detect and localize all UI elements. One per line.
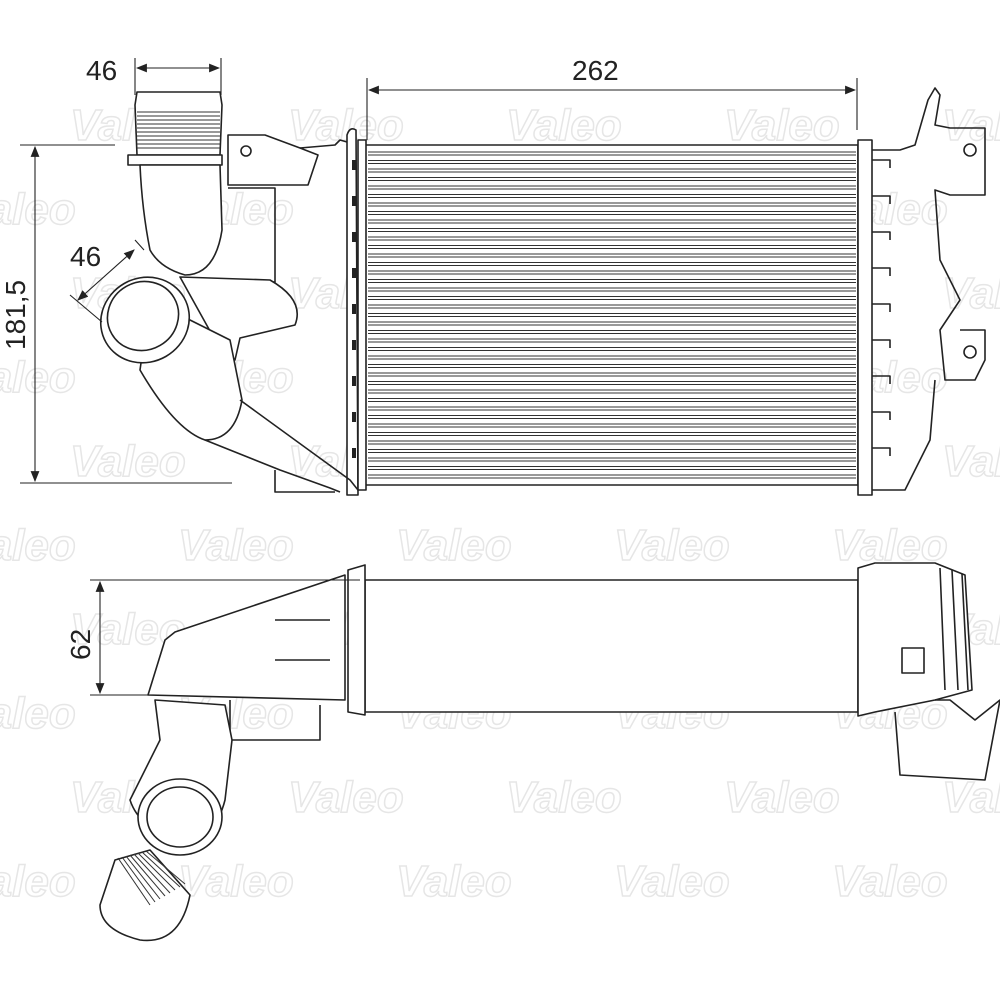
watermark-text: Valeo: [0, 353, 76, 402]
right-tank: [857, 139, 873, 496]
dim-core-width: 262: [572, 55, 619, 86]
core: [364, 144, 859, 486]
bottom-inlet-opening: [137, 778, 223, 856]
hose-rib: [141, 851, 181, 888]
inlet-tank-side: [147, 574, 346, 701]
tank-clip: [352, 340, 356, 350]
bottom-hose-end: [99, 849, 191, 942]
watermark-text: Valeo: [942, 101, 1000, 150]
watermark-text: Valeo: [70, 437, 186, 486]
watermark-text: Valeo: [614, 857, 730, 906]
tank-clip: [872, 411, 891, 420]
dimension-lines: [20, 58, 858, 696]
watermark-text: Valeo: [0, 689, 76, 738]
tank-clip: [872, 339, 891, 348]
core-fins: [368, 151, 856, 479]
tank-clip: [352, 448, 356, 458]
watermark-text: Valeo: [178, 857, 294, 906]
watermark-text: Valeo: [942, 269, 1000, 318]
watermark-text: Valeo: [288, 101, 404, 150]
tank-clip: [352, 412, 356, 422]
watermark-text: Valeo: [942, 773, 1000, 822]
dim-overall-height: 181,5: [0, 280, 31, 350]
hose-rib: [117, 857, 151, 906]
outlet-bracket: [894, 699, 1000, 781]
watermark-text: Valeo: [942, 437, 1000, 486]
core-side: [364, 579, 859, 713]
tank-clip: [352, 196, 356, 206]
front-view: [99, 87, 986, 496]
tank-clip: [352, 268, 356, 278]
tank-clip: [352, 160, 356, 170]
watermark-text: Valeo: [724, 773, 840, 822]
dim-depth: 62: [65, 629, 96, 660]
watermark-text: Valeo: [506, 773, 622, 822]
bottom-view: [99, 562, 1000, 942]
dim-inlet-top-width: 46: [86, 55, 117, 86]
watermark-text: Valeo: [0, 185, 76, 234]
watermark-text: Valeo: [506, 101, 622, 150]
mount-hole: [963, 143, 977, 157]
tank-clip: [872, 447, 891, 456]
hose-rib: [133, 853, 171, 894]
hose-rib: [121, 856, 156, 903]
watermark-text: Valeo: [178, 521, 294, 570]
hose-rib: [145, 850, 186, 885]
watermark-text: Valeo: [396, 857, 512, 906]
watermark-text: Valeo: [288, 773, 404, 822]
watermark-text: Valeo: [0, 521, 76, 570]
tank-clip: [872, 231, 891, 240]
outlet-tank-side: [857, 562, 973, 717]
tank-clip: [872, 303, 891, 312]
tank-clip: [872, 267, 891, 276]
tank-clip: [352, 376, 356, 386]
tank-clip: [872, 159, 891, 168]
tank-clip: [352, 232, 356, 242]
watermark-text: Valeo: [724, 101, 840, 150]
dim-inlet-side-diameter: 46: [70, 241, 101, 272]
watermark-text: Valeo: [396, 521, 512, 570]
tank-clip: [872, 195, 891, 204]
inlet-side-duct: [179, 276, 298, 361]
hose-rib: [129, 854, 166, 897]
watermark-text: Valeo: [832, 857, 948, 906]
watermark-text: Valeo: [0, 857, 76, 906]
right-bracket: [872, 87, 986, 381]
watermark-text: Valeo: [614, 521, 730, 570]
tank-clip: [352, 304, 356, 314]
hose-rib: [137, 852, 176, 891]
hose-rib: [125, 855, 161, 900]
tank-clip: [872, 375, 891, 384]
